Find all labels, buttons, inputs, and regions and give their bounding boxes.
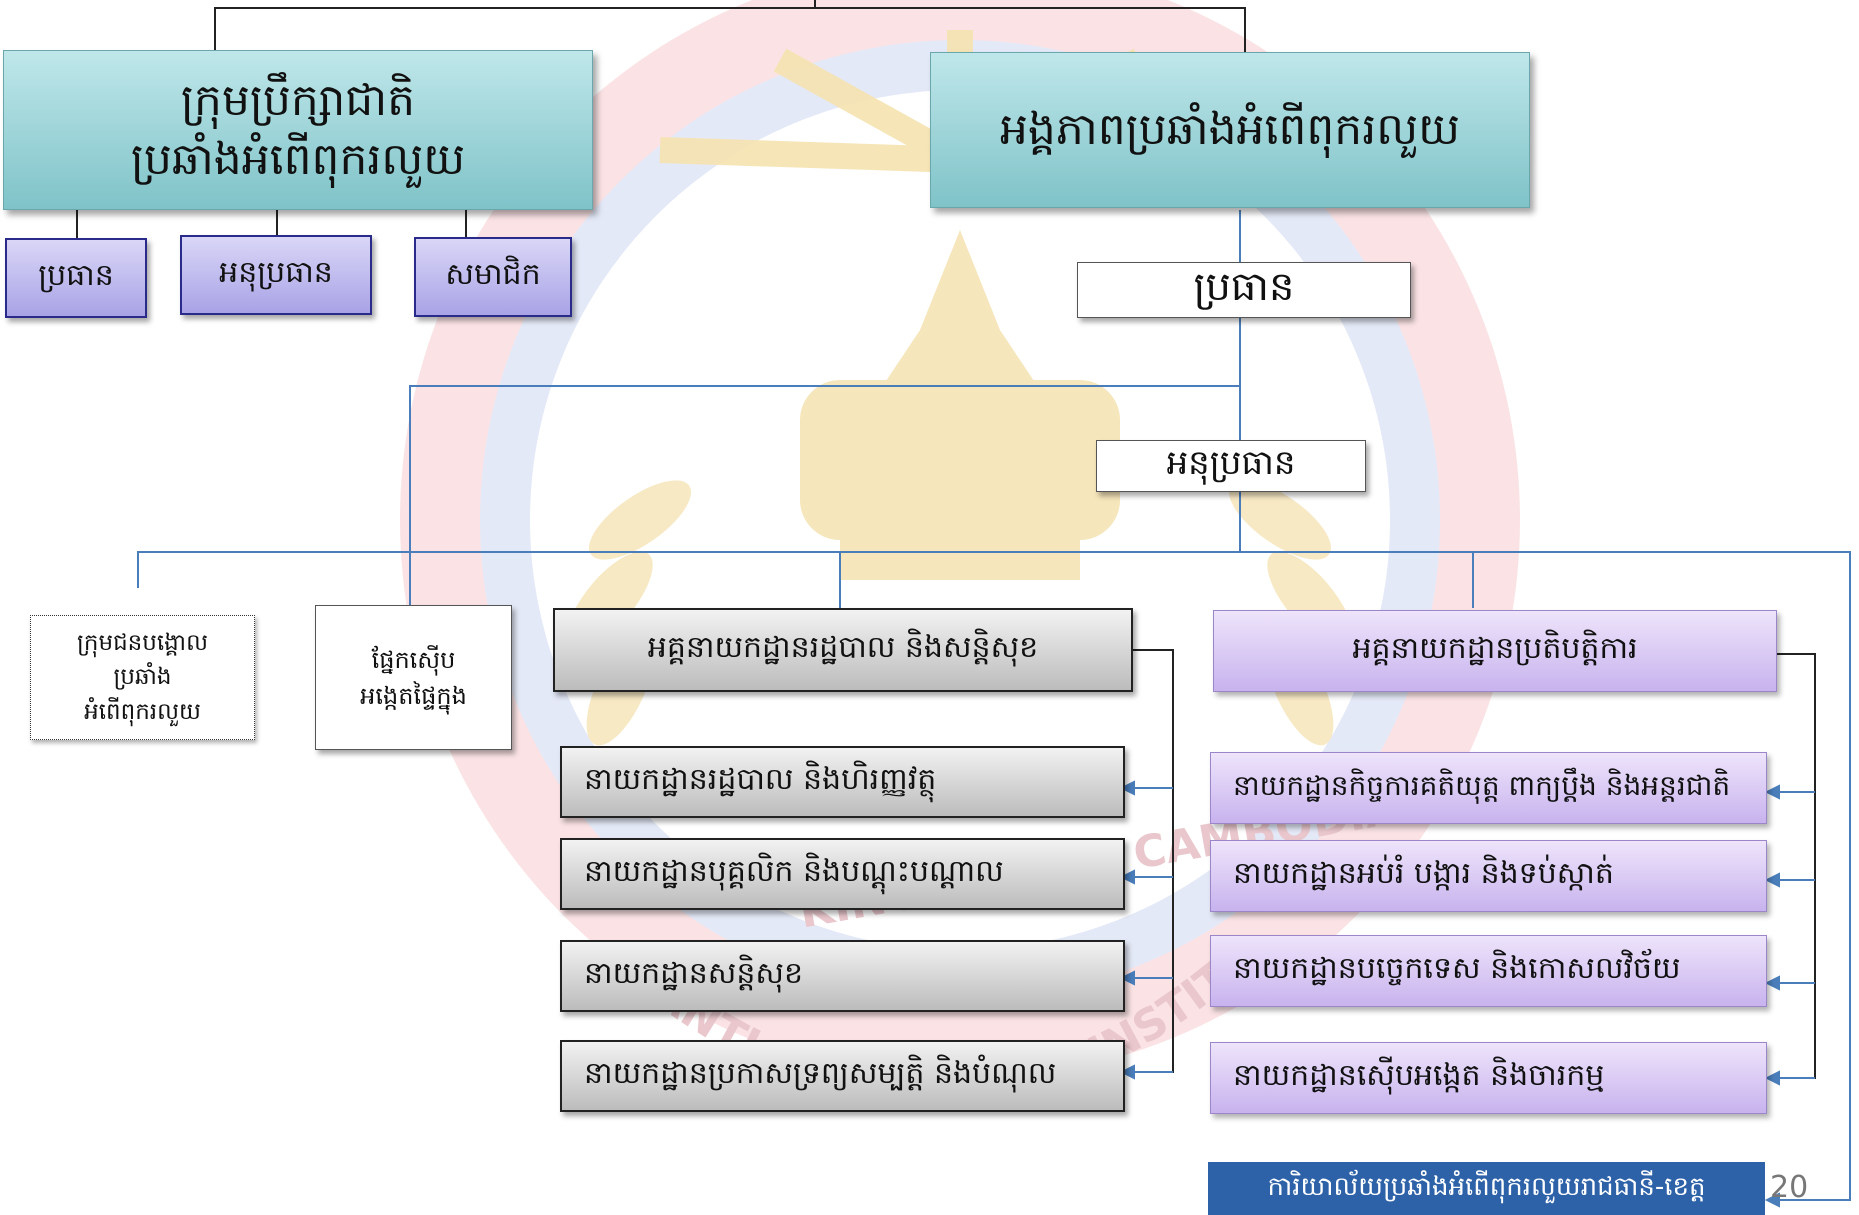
trainers-group-line3: អំពើពុករលួយ	[84, 698, 201, 725]
ops-general-dept-box: អគ្គនាយកដ្ឋានប្រតិបត្តិការ	[1213, 610, 1777, 692]
admin-dept-finance: នាយកដ្ឋានរដ្ឋបាល និងហិរញ្ញវត្ថុ	[560, 746, 1125, 818]
admin-dept-security: នាយកដ្ឋានសន្តិសុខ	[560, 940, 1125, 1012]
council-member-vice-president: អនុប្រធាន	[180, 235, 372, 315]
provincial-office-box: ការិយាល័យប្រឆាំងអំពើពុករលួយរាជធានី-ខេត្ត	[1208, 1162, 1765, 1215]
national-council-title-line2: ប្រឆាំងអំពើពុករលួយ	[130, 134, 466, 185]
acu-president-box: ប្រធាន	[1077, 262, 1411, 318]
internal-investigation-line1: ផ្នែកស៊ើប	[371, 645, 456, 674]
admin-dept-personnel: នាយកដ្ឋានបុគ្គលិក និងបណ្តុះបណ្តាល	[560, 838, 1125, 910]
national-council-title-line1: ក្រុមប្រឹក្សាជាតិ	[180, 74, 416, 126]
ops-dept-education: នាយកដ្ឋានអប់រំ បង្ការ និងទប់ស្កាត់	[1210, 840, 1767, 912]
acu-title-box: អង្គភាពប្រឆាំងអំពើពុករលួយ	[930, 52, 1530, 208]
acu-vice-president-box: អនុប្រធាន	[1096, 440, 1366, 492]
trainers-group-line2: ប្រឆាំង	[113, 664, 172, 691]
council-member-member: សមាជិក	[414, 237, 572, 317]
trainers-group-line1: ក្រុមជនបង្គោល	[77, 629, 208, 656]
internal-investigation-box: ផ្នែកស៊ើប អង្កេតផ្ទៃក្នុង	[315, 605, 512, 750]
emblem-crown	[800, 230, 1120, 580]
trainers-group-box: ក្រុមជនបង្គោល ប្រឆាំង អំពើពុករលួយ	[30, 615, 255, 740]
council-member-president: ប្រធាន	[5, 238, 147, 318]
admin-general-dept-box: អគ្គនាយកដ្ឋានរដ្ឋបាល និងសន្តិសុខ	[553, 608, 1133, 692]
page-number: 20	[1770, 1170, 1809, 1205]
ops-dept-legal: នាយកដ្ឋានកិច្ចការគតិយុត្ត ពាក្យប្តឹង និង…	[1210, 752, 1767, 824]
ops-dept-investigation: នាយកដ្ឋានស៊ើបអង្កេត និងចារកម្ម	[1210, 1042, 1767, 1114]
internal-investigation-line2: អង្កេតផ្ទៃក្នុង	[360, 681, 467, 710]
admin-dept-asset-declaration: នាយកដ្ឋានប្រកាសទ្រព្យសម្បត្តិ និងបំណុល	[560, 1040, 1125, 1112]
national-council-box: ក្រុមប្រឹក្សាជាតិ ប្រឆាំងអំពើពុករលួយ	[3, 50, 593, 210]
ops-dept-technical: នាយកដ្ឋានបច្ចេកទេស និងកោសលវិច័យ	[1210, 935, 1767, 1007]
